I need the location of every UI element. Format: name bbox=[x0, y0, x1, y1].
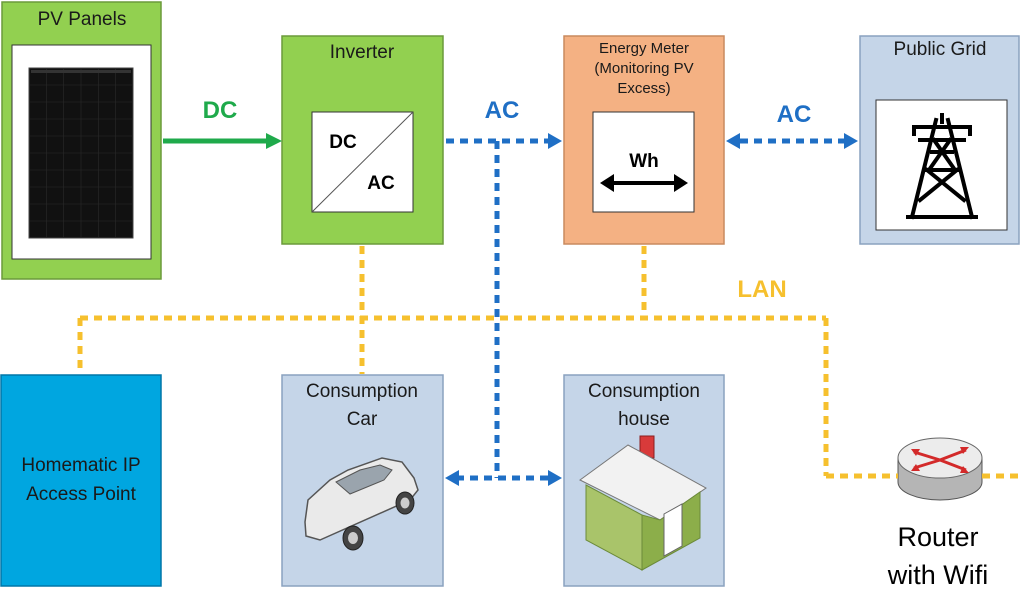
inverter-title: Inverter bbox=[330, 42, 395, 63]
router-icon bbox=[897, 437, 983, 501]
homematic-title-2: Access Point bbox=[26, 484, 137, 505]
lan-flow bbox=[77, 246, 1022, 479]
energy-meter-title-3: Excess) bbox=[617, 80, 670, 97]
router-title-2: with Wifi bbox=[887, 560, 989, 590]
homematic-block: Homematic IP Access Point bbox=[0, 374, 162, 587]
pv-panels-title: PV Panels bbox=[38, 9, 127, 30]
inverter-block: Inverter DC AC bbox=[281, 35, 444, 245]
car-icon bbox=[304, 457, 419, 551]
house-icon bbox=[579, 435, 707, 571]
public-grid-title: Public Grid bbox=[894, 39, 987, 60]
ac-arrowheads bbox=[445, 133, 858, 486]
consumption-house-title-2: house bbox=[618, 409, 670, 430]
public-grid-block: Public Grid bbox=[859, 35, 1020, 245]
solar-panel-icon bbox=[28, 67, 134, 239]
dc-flow: DC bbox=[163, 97, 282, 149]
homematic-title-1: Homematic IP bbox=[21, 455, 140, 476]
router-title-1: Router bbox=[897, 522, 978, 552]
consumption-car-block: Consumption Car bbox=[281, 374, 444, 587]
power-pylon-icon bbox=[906, 113, 978, 220]
bidirectional-arrow-icon bbox=[600, 174, 688, 192]
energy-meter-wh-label: Wh bbox=[629, 151, 659, 172]
energy-meter-block: Energy Meter (Monitoring PV Excess) Wh bbox=[563, 35, 725, 245]
consumption-car-title-1: Consumption bbox=[306, 381, 418, 402]
ac-flow-label-1: AC bbox=[485, 97, 520, 124]
inverter-diagonal bbox=[311, 111, 414, 213]
consumption-car-title-2: Car bbox=[347, 409, 378, 430]
energy-meter-title-1: Energy Meter bbox=[599, 40, 689, 57]
consumption-house-block: Consumption house bbox=[563, 374, 725, 587]
inverter-ac-label: AC bbox=[367, 173, 395, 194]
router: Router with Wifi bbox=[887, 437, 989, 590]
ac-flow-label-2: AC bbox=[777, 101, 812, 128]
ac-flows bbox=[446, 138, 845, 481]
pv-panels-block: PV Panels bbox=[1, 1, 162, 280]
consumption-house-title-1: Consumption bbox=[588, 381, 700, 402]
dc-flow-label: DC bbox=[203, 97, 238, 124]
inverter-dc-label: DC bbox=[329, 132, 357, 153]
lan-flow-label: LAN bbox=[737, 276, 786, 303]
energy-meter-title-2: (Monitoring PV bbox=[594, 60, 693, 77]
